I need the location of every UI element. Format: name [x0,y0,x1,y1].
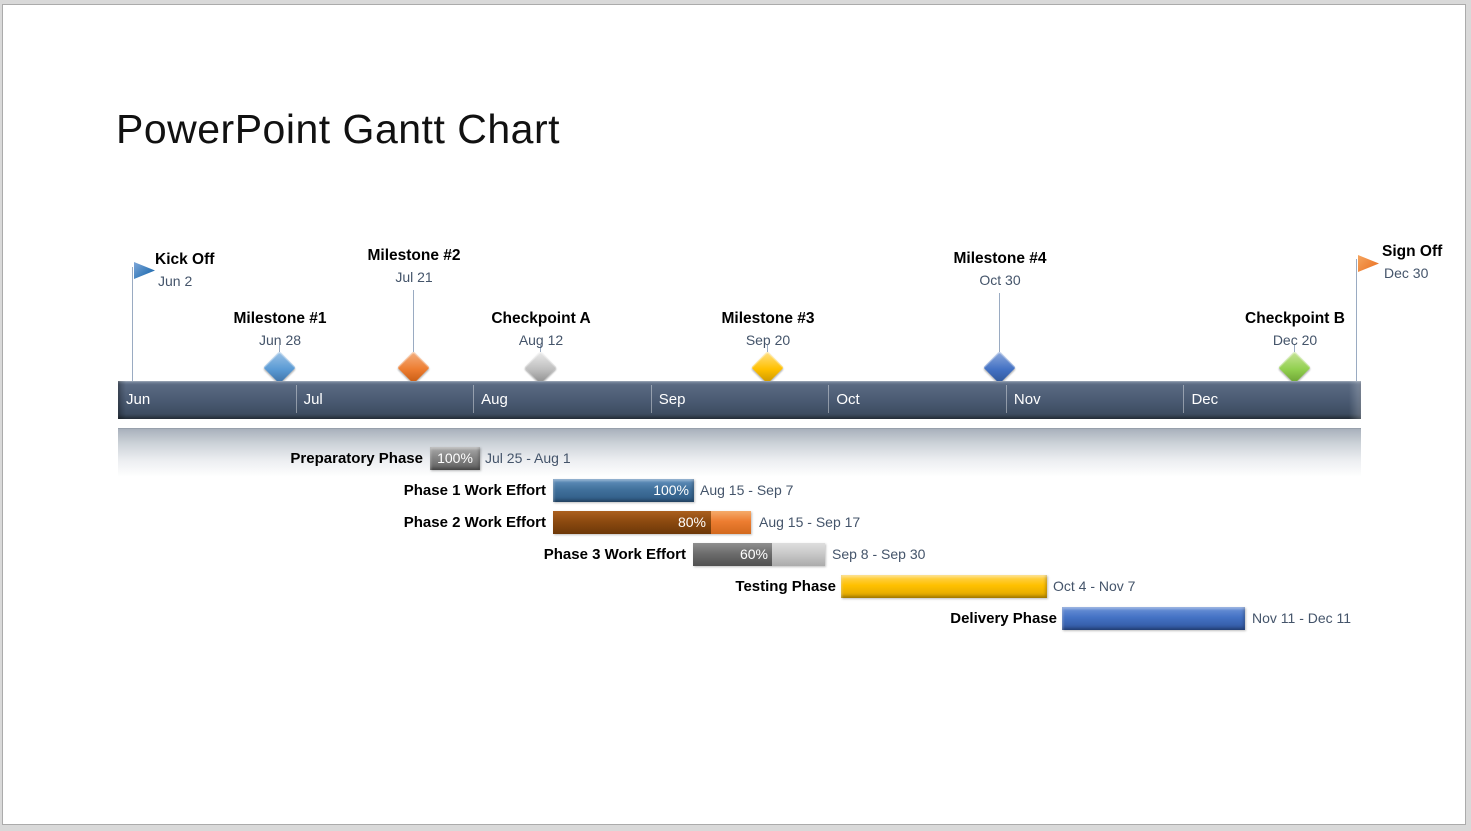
milestone-connector-line [1356,259,1357,382]
task-bar-remaining [772,543,825,566]
milestone-date: Jul 21 [395,269,433,285]
milestone-label: Milestone #2 [367,247,461,264]
task-bar[interactable] [1062,607,1245,630]
milestone-diamond-icon[interactable] [263,351,296,384]
month-label: Nov [1005,381,1184,419]
milestone-diamond-icon[interactable] [983,351,1016,384]
task-dates: Nov 11 - Dec 11 [1252,610,1352,626]
task-percent: 60% [739,546,768,562]
milestone-diamond-icon[interactable] [524,351,557,384]
milestone-date: Oct 30 [979,272,1021,288]
task-bar-remaining [711,511,751,534]
milestone-label: Milestone #1 [233,310,327,327]
task-bar[interactable] [693,543,825,566]
milestone-label: Checkpoint B [1245,310,1345,327]
milestone-diamond-icon[interactable] [751,351,784,384]
milestone-date: Jun 2 [158,273,193,289]
task-bar-complete [553,511,711,534]
milestone-connector-line [132,267,133,382]
milestone-label: Checkpoint A [491,310,591,327]
task-label: Testing Phase [735,578,836,595]
month-label: Sep [650,381,829,419]
timeline-bar[interactable]: Jun Jul Aug Sep Oct Nov Dec [118,381,1361,419]
milestone-date: Jun 28 [258,332,302,348]
task-percent: 100% [437,450,473,466]
slide-page: PowerPoint Gantt Chart Kick Off Jun 2 Mi… [2,4,1466,825]
milestone-date: Sep 20 [745,332,791,348]
task-percent: 80% [677,514,706,530]
task-bar[interactable] [841,575,1047,598]
timeline-reflection-band [118,428,1361,477]
milestone-label: Kick Off [155,251,215,268]
task-label: Phase 2 Work Effort [403,514,546,531]
milestone-date: Dec 20 [1272,332,1318,348]
month-label: Jun [126,391,151,408]
task-dates: Aug 15 - Sep 7 [700,482,794,498]
task-bar[interactable] [430,447,480,470]
milestone-label: Milestone #3 [721,310,815,327]
month-label: Dec [1183,381,1361,419]
month-label: Oct [828,381,1006,419]
task-percent: 100% [653,482,689,498]
task-bar[interactable] [553,479,694,502]
task-bar[interactable] [553,511,751,534]
task-label: Phase 1 Work Effort [403,482,546,499]
milestone-date: Aug 12 [518,332,564,348]
flag-icon[interactable] [1358,255,1379,272]
milestone-date: Dec 30 [1384,265,1429,281]
month-label: Aug [473,381,651,419]
month-label: Jul [295,381,474,419]
task-dates: Sep 8 - Sep 30 [832,546,926,562]
milestone-connector-line [999,293,1000,370]
page-title: PowerPoint Gantt Chart [116,106,560,152]
task-label: Preparatory Phase [290,450,423,467]
task-dates: Jul 25 - Aug 1 [485,450,571,466]
task-dates: Aug 15 - Sep 17 [759,514,861,530]
milestone-label: Sign Off [1382,243,1443,260]
task-label: Phase 3 Work Effort [543,546,686,563]
milestone-connector-line [413,290,414,370]
flag-icon[interactable] [134,262,155,279]
milestone-diamond-icon[interactable] [397,351,430,384]
milestone-label: Milestone #4 [953,250,1047,267]
task-label: Delivery Phase [950,610,1057,627]
milestone-diamond-icon[interactable] [1278,351,1311,384]
task-dates: Oct 4 - Nov 7 [1053,578,1136,594]
task-bar-complete [693,543,772,566]
